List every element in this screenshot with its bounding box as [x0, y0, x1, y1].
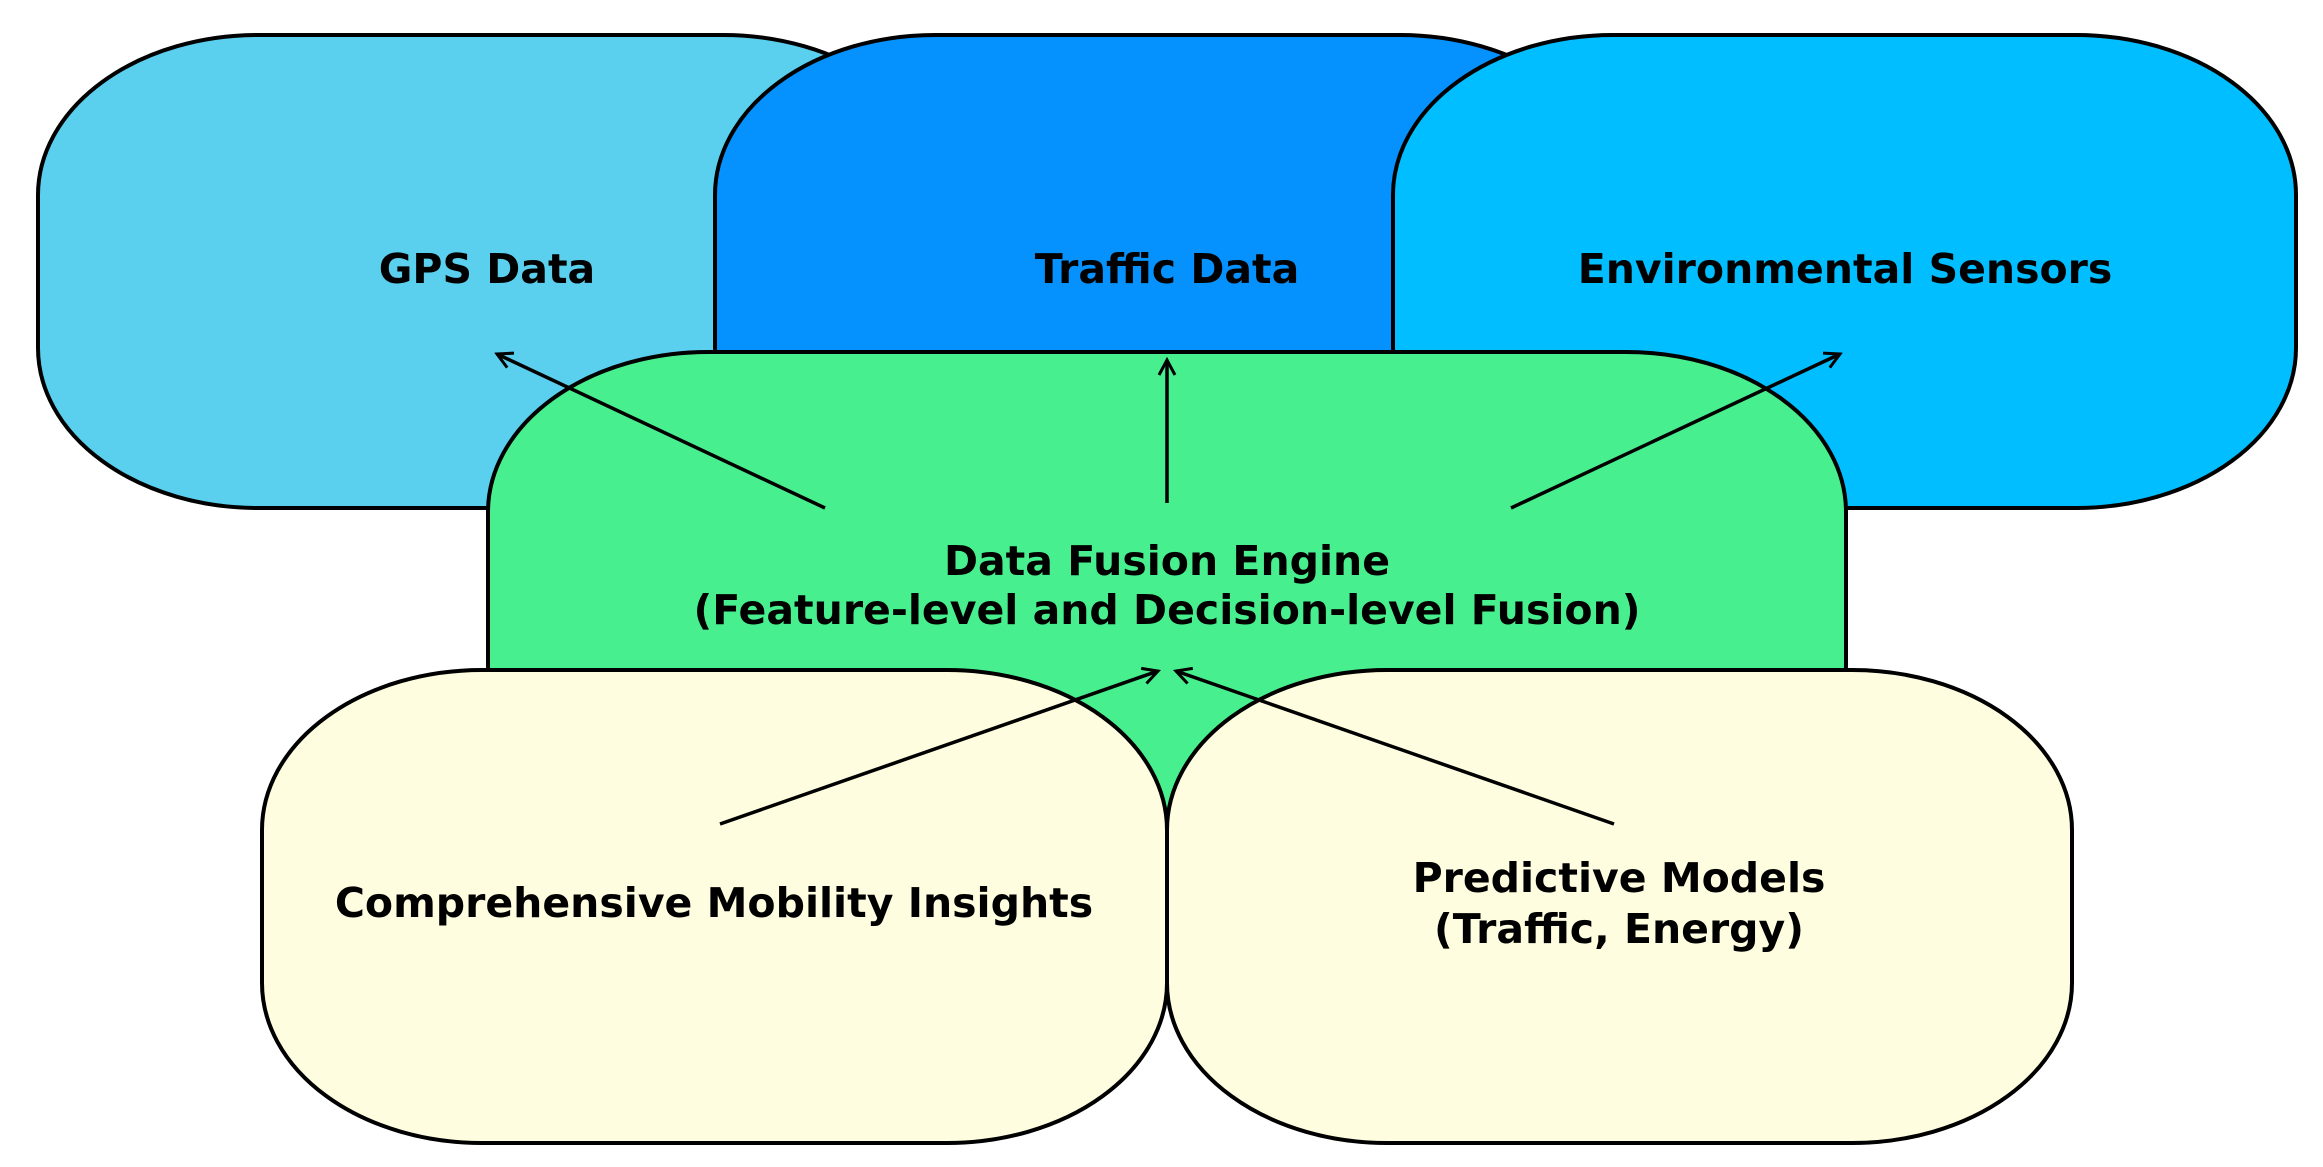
comprehensive-mobility-insights-label: Comprehensive Mobility Insights — [335, 879, 1093, 927]
gps-data-label: GPS Data — [379, 245, 595, 293]
arrow-fusion-to-gps — [497, 354, 826, 510]
arrow-fusion-to-environmental-sensors — [1510, 354, 1840, 510]
traffic-data-label: Traffic Data — [1035, 245, 1300, 293]
predictive-models-title: Predictive Models — [1413, 854, 1826, 902]
data-fusion-engine-subtitle: (Feature-level and Decision-level Fusion… — [693, 586, 1640, 634]
arrow-predictive-to-fusion — [1176, 671, 1615, 826]
environmental-sensors-label: Environmental Sensors — [1578, 245, 2113, 293]
arrow-insights-to-fusion — [719, 671, 1158, 826]
data-fusion-engine-title: Data Fusion Engine — [944, 537, 1390, 585]
predictive-models-box — [1165, 668, 2074, 1145]
predictive-models-subtitle: (Traffic, Energy) — [1434, 905, 1804, 953]
